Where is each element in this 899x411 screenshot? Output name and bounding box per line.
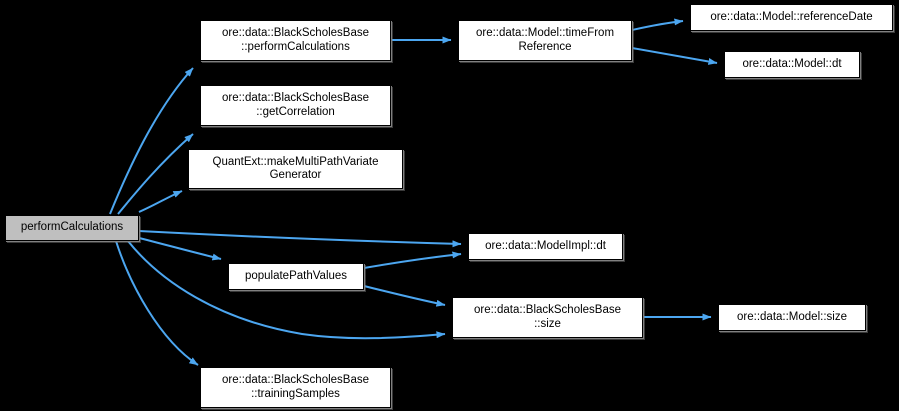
node-label: ore::data::BlackScholesBase ::trainingSa…: [221, 374, 370, 400]
node-label: ore::data::Model::dt: [742, 57, 842, 70]
node-performCalculations[interactable]: performCalculations: [5, 215, 139, 241]
node-model-timeFromReference[interactable]: ore::data::Model::timeFrom Reference: [458, 20, 632, 61]
edge-populatePathValues-to-modelimpl-dt: [363, 251, 462, 269]
node-model-dt[interactable]: ore::data::Model::dt: [724, 51, 860, 78]
edge-performCalculations-to-bsb-getCorrelation: [117, 133, 194, 215]
node-label: ore::data::Model::referenceDate: [710, 10, 873, 23]
edge-populatePathValues-to-bsb-size: [363, 285, 446, 307]
node-populatePathValues[interactable]: populatePathValues: [228, 263, 364, 290]
edge-performCalculations-to-populatePathValues: [138, 237, 222, 261]
edge-performCalculations-to-bsb-size: [127, 240, 446, 340]
node-makeMultiPathVariateGenerator[interactable]: QuantExt::makeMultiPathVariate Generator: [188, 149, 403, 189]
node-model-size[interactable]: ore::data::Model::size: [718, 304, 866, 331]
node-label: QuantExt::makeMultiPathVariate Generator: [212, 155, 379, 182]
node-bsb-getCorrelation[interactable]: ore::data::BlackScholesBase ::getCorrela…: [200, 85, 391, 126]
node-label: ore::data::Model::size: [737, 310, 847, 323]
node-model-referenceDate[interactable]: ore::data::Model::referenceDate: [690, 4, 893, 31]
edge-performCalculations-to-modelimpl-dt: [138, 230, 462, 248]
node-label: populatePathValues: [244, 269, 348, 282]
node-bsb-trainingSamples[interactable]: ore::data::BlackScholesBase ::trainingSa…: [200, 367, 391, 408]
node-label: ore::data::BlackScholesBase ::getCorrela…: [221, 92, 370, 118]
node-bsb-performCalculations[interactable]: ore::data::BlackScholesBase ::performCal…: [200, 20, 391, 61]
node-label: ore::data::BlackScholesBase ::size: [473, 304, 622, 330]
node-bsb-size[interactable]: ore::data::BlackScholesBase ::size: [452, 297, 643, 338]
edge-performCalculations-to-bsb-trainingSamples: [115, 240, 199, 366]
edge-model-timeFromReference-to-model-dt: [631, 47, 718, 65]
node-label: performCalculations: [20, 221, 124, 234]
node-modelimpl-dt[interactable]: ore::data::ModelImpl::dt: [468, 233, 623, 260]
node-label: ore::data::ModelImpl::dt: [485, 239, 606, 252]
edge-performCalculations-to-makeMultiPathVariateGenerator: [138, 190, 183, 213]
edge-model-timeFromReference-to-model-referenceDate: [631, 18, 684, 31]
node-label: ore::data::BlackScholesBase ::performCal…: [221, 27, 370, 53]
node-label: ore::data::Model::timeFrom Reference: [475, 27, 615, 53]
edge-performCalculations-to-bsb-performCalculations: [109, 67, 194, 215]
